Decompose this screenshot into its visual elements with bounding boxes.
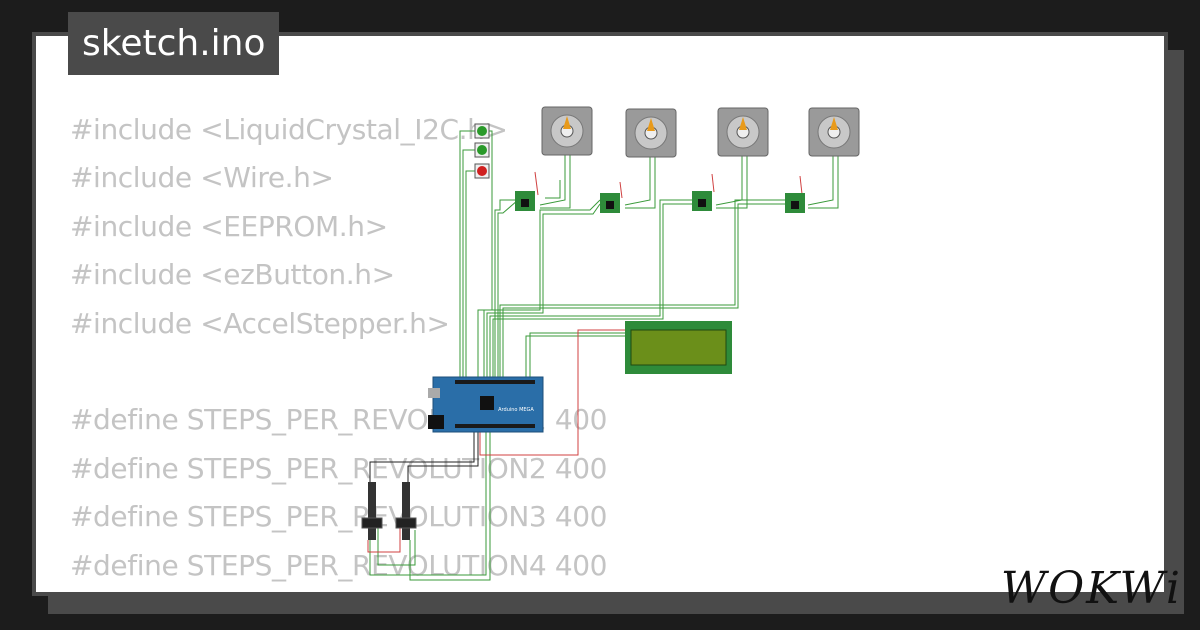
stepper-motor-icon[interactable] <box>717 107 769 157</box>
stepper-driver[interactable] <box>515 191 535 211</box>
code-line: #include <EEPROM.h> <box>70 209 388 243</box>
stepper-driver[interactable] <box>600 193 620 213</box>
arduino-mega-board[interactable]: Arduino MEGA <box>428 376 544 433</box>
stepper-motor-icon[interactable] <box>625 108 677 158</box>
code-line: #include <Wire.h> <box>70 161 334 195</box>
stepper-driver[interactable] <box>692 191 712 211</box>
code-line: #define STEPS_PER_REVOLUTION2 400 <box>70 451 608 485</box>
push-button-icon[interactable] <box>474 123 490 139</box>
stepper-driver[interactable] <box>785 193 805 213</box>
wokwi-logo-icon: WOKWi <box>1000 563 1182 614</box>
ground-wires <box>369 432 479 490</box>
wires <box>369 130 839 581</box>
code-line: #include <LiquidCrystal_I2C.h> <box>70 113 508 146</box>
stepper-motor-icon[interactable] <box>541 106 593 156</box>
slide-potentiometer-icon[interactable] <box>361 482 383 540</box>
lcd-display[interactable] <box>625 321 732 374</box>
stepper-motor-icon[interactable] <box>808 107 860 157</box>
code-line: #include <ezButton.h> <box>70 258 395 292</box>
power-wires <box>367 171 803 553</box>
slide-potentiometer-icon[interactable] <box>395 482 417 540</box>
push-button-icon[interactable] <box>474 142 490 158</box>
code-line: #define STEPS_PER_REVOLUTION4 400 <box>70 548 608 582</box>
file-title-tab: sketch.ino <box>68 12 280 75</box>
board-label: Arduino MEGA <box>498 407 534 413</box>
push-button-icon[interactable] <box>474 163 490 179</box>
code-line: #include <AccelStepper.h> <box>70 306 450 340</box>
